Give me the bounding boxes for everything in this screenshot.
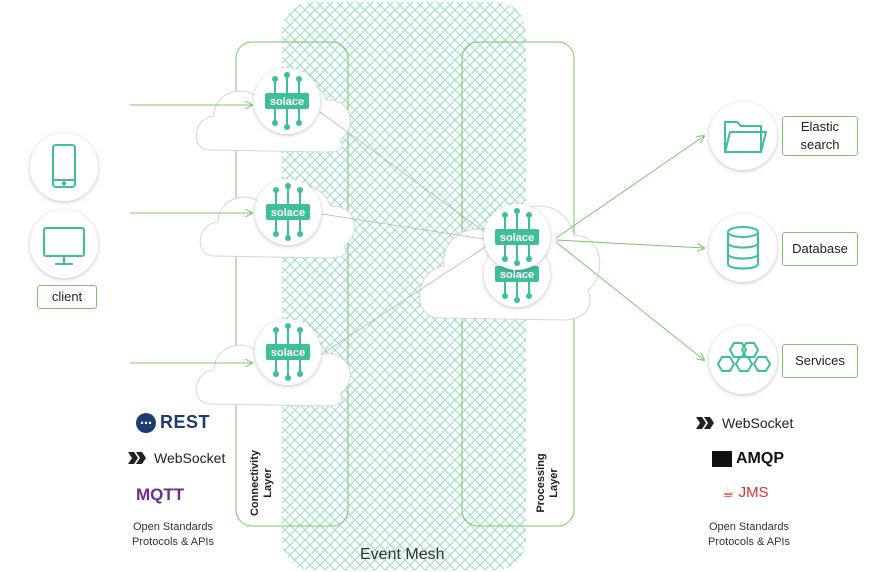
amqp-label: AMQP [736, 450, 784, 467]
websocket-label-left: WebSocket [154, 450, 226, 466]
connectivity-layer-label: Connectivity Layer [249, 450, 274, 517]
services-label: Services [782, 344, 858, 378]
connectivity-layer-frame [235, 41, 349, 527]
websocket-protocol-left: WebSocket [126, 449, 225, 467]
amqp-logo-icon [712, 451, 732, 467]
broker-label: solace [500, 269, 534, 281]
rest-label: REST [160, 412, 211, 432]
jms-label: JMS [738, 484, 769, 501]
rest-protocol: ⋯ REST [136, 412, 210, 433]
broker-connectivity-middle: solace [255, 179, 321, 245]
elastic-search-label: Elastic search [782, 116, 858, 156]
broker-label: solace [271, 347, 305, 359]
client-label: client [37, 285, 97, 309]
broker-connections [319, 111, 491, 355]
services-node [709, 326, 777, 394]
mqtt-protocol: MQTT [136, 485, 184, 505]
folder-icon [724, 121, 768, 153]
left-protocols-caption: Open Standards Protocols & APIs [132, 521, 214, 548]
right-protocols-caption: Open Standards Protocols & APIs [708, 521, 790, 548]
database-node [709, 214, 777, 282]
database-icon [727, 226, 759, 270]
smartphone-icon [52, 144, 76, 188]
broker-connectivity-bottom: solace [255, 319, 321, 385]
broker-label: solace [500, 232, 534, 244]
database-label: Database [782, 232, 858, 266]
desktop-monitor-icon [43, 227, 85, 265]
broker-connectivity-top: solace [254, 68, 320, 134]
jms-protocol: ☕ JMS [722, 484, 769, 501]
event-mesh-title: Event Mesh [360, 546, 445, 563]
hexagons-icon [716, 342, 772, 372]
mqtt-label: MQTT [136, 485, 185, 504]
output-arrow-database [555, 239, 704, 248]
elastic-search-node [709, 102, 777, 170]
websocket-logo-icon [128, 452, 146, 464]
amqp-protocol: AMQP [712, 450, 784, 468]
broker-processing-front: solace [484, 204, 550, 270]
client-phone-node [30, 133, 98, 201]
client-desktop-node [30, 210, 98, 278]
websocket-protocol-right: WebSocket [694, 414, 793, 432]
broker-label: solace [270, 96, 304, 108]
event-mesh-band [282, 2, 526, 570]
rest-logo-icon: ⋯ [136, 412, 156, 433]
websocket-label-right: WebSocket [722, 415, 794, 431]
java-cup-icon: ☕ [722, 484, 735, 500]
output-arrow-elastic [555, 136, 704, 239]
broker-label: solace [271, 207, 305, 219]
websocket-logo-icon [696, 417, 714, 429]
output-arrow-services [555, 241, 704, 360]
processing-layer-label: Processing Layer [535, 453, 560, 513]
